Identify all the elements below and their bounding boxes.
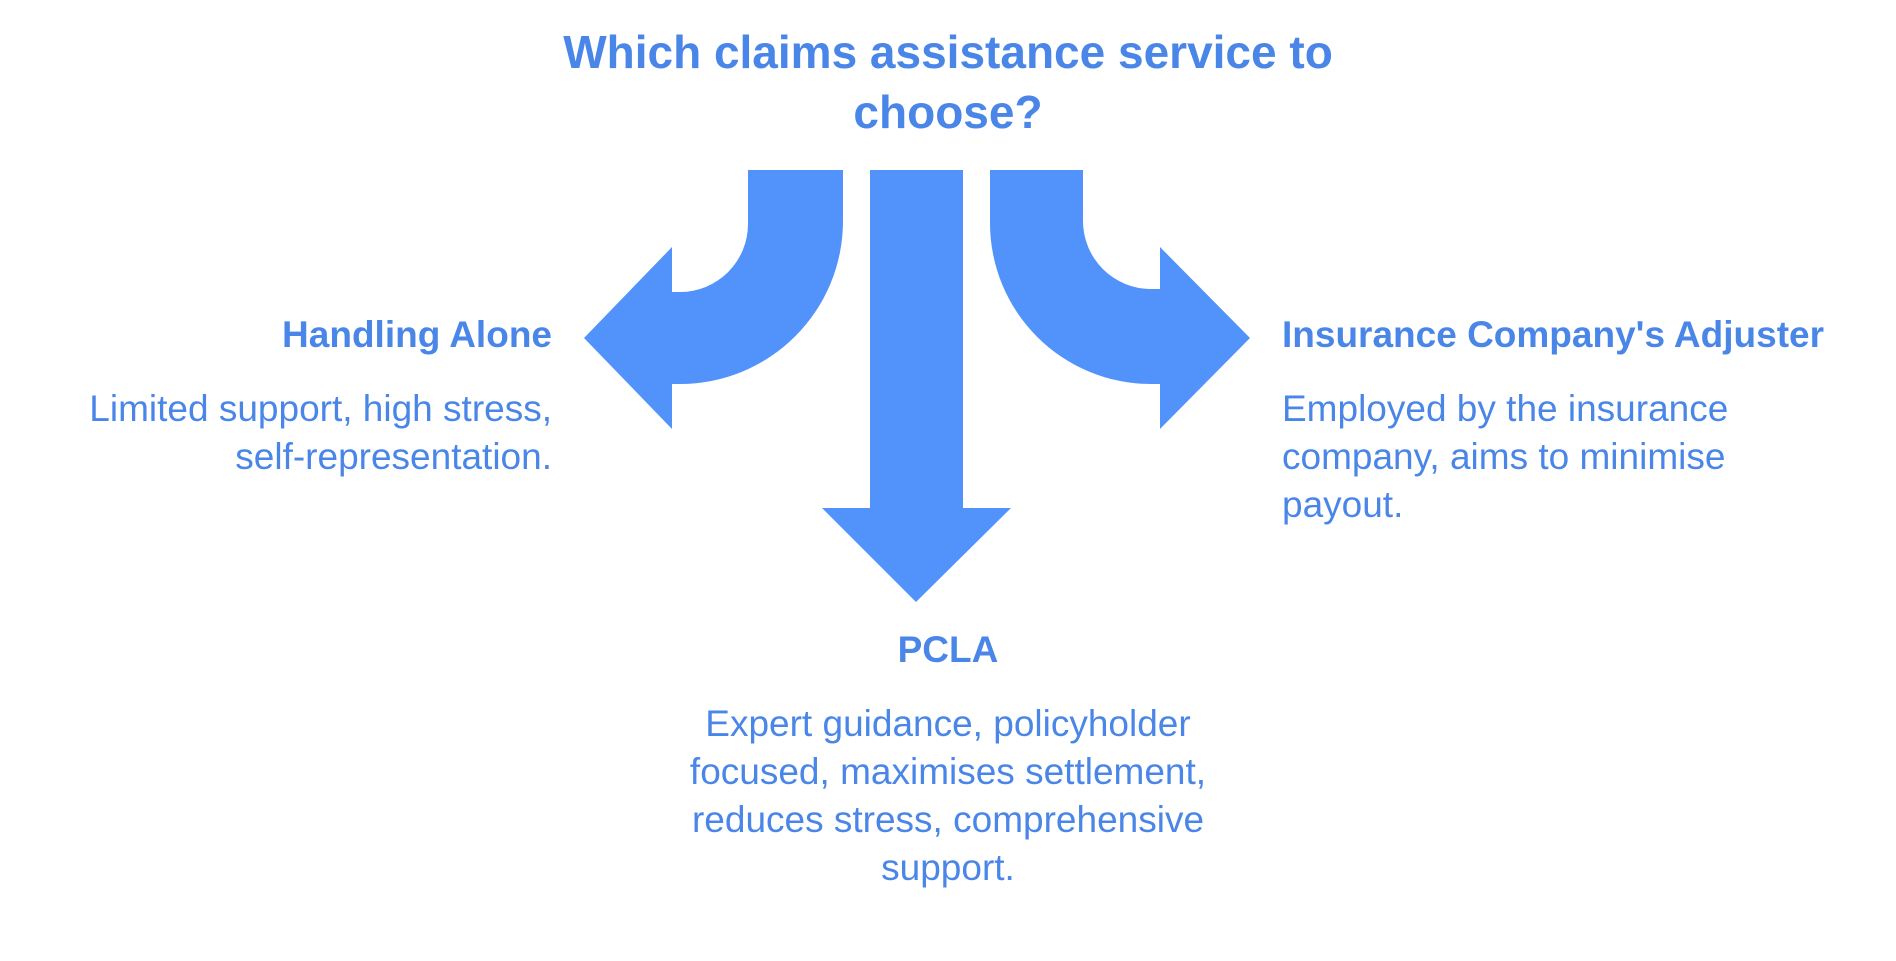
option-pcla-title: PCLA	[897, 629, 999, 670]
option-adjuster-title: Insurance Company's Adjuster	[1282, 314, 1825, 355]
right-curved-arrow	[990, 170, 1250, 429]
option-pcla-description: Expert guidance, policyholder focused, m…	[689, 703, 1207, 888]
option-handling-alone-description: Limited support, high stress, self-repre…	[89, 388, 552, 477]
left-curved-arrow	[584, 170, 843, 429]
option-handling-alone-title: Handling Alone	[282, 314, 552, 355]
diagram-title: Which claims assistance service to choos…	[563, 26, 1333, 138]
center-down-arrow	[822, 170, 1011, 602]
option-adjuster-description: Employed by the insurance company, aims …	[1282, 388, 1729, 525]
